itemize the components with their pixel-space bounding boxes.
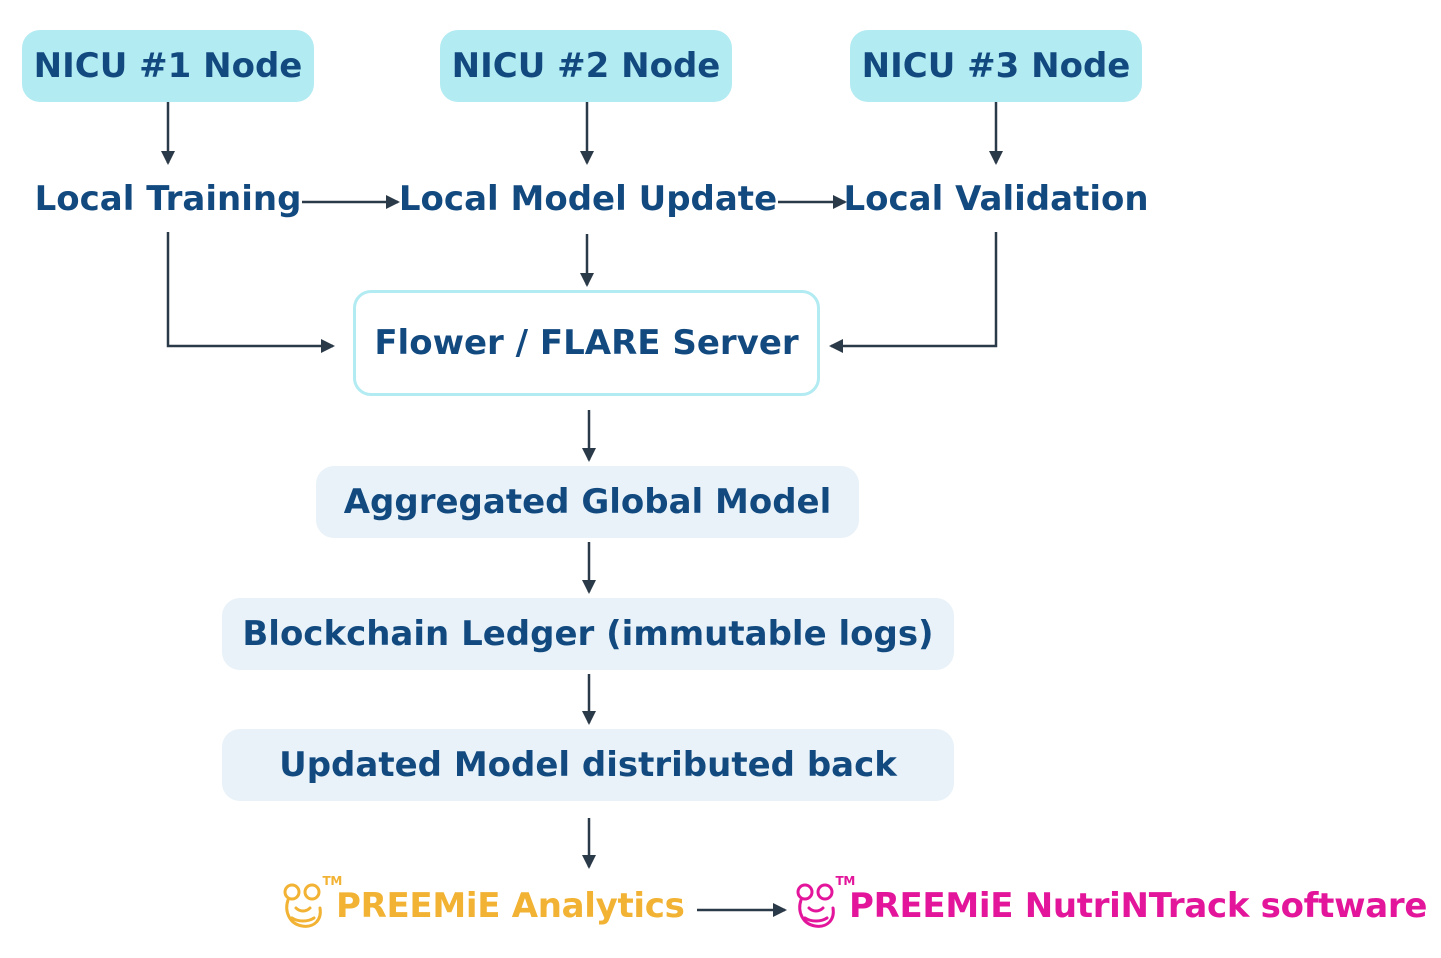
flower-flare-server: Flower / FLARE Server bbox=[353, 290, 820, 396]
nicu-2-node: NICU #2 Node bbox=[440, 30, 732, 102]
preemie-nutrintrack-brand: TM PREEMiE NutriNTrack software bbox=[793, 874, 1428, 934]
preemie-analytics-brand: TM PREEMiE Analytics bbox=[280, 874, 685, 934]
nicu-3-node: NICU #3 Node bbox=[850, 30, 1142, 102]
local-model-update-step: Local Model Update bbox=[398, 172, 778, 226]
preemie-nutrintrack-text: PREEMiE NutriNTrack software bbox=[849, 886, 1428, 926]
preemie-analytics-logo-icon: TM bbox=[280, 874, 342, 934]
blockchain-ledger-label: Blockchain Ledger (immutable logs) bbox=[242, 614, 934, 654]
local-validation-step: Local Validation bbox=[843, 172, 1149, 226]
local-training-label: Local Training bbox=[34, 179, 302, 219]
local-training-step: Local Training bbox=[30, 172, 306, 226]
nutrintrack-tm-mark: TM bbox=[835, 874, 855, 888]
preemie-analytics-text: PREEMiE Analytics bbox=[336, 886, 685, 926]
nicu-2-label: NICU #2 Node bbox=[451, 46, 721, 86]
preemie-nutrintrack-logo-icon: TM bbox=[793, 874, 855, 934]
updated-model-distributed-label: Updated Model distributed back bbox=[279, 745, 897, 785]
blockchain-ledger-box: Blockchain Ledger (immutable logs) bbox=[222, 598, 954, 670]
aggregated-global-model-label: Aggregated Global Model bbox=[343, 482, 832, 522]
local-validation-label: Local Validation bbox=[843, 179, 1149, 219]
arrow-validation-to-server bbox=[829, 232, 998, 353]
server-label: Flower / FLARE Server bbox=[374, 323, 799, 363]
analytics-tm-mark: TM bbox=[322, 874, 342, 888]
arrow-training-to-server bbox=[166, 232, 335, 353]
updated-model-distributed-box: Updated Model distributed back bbox=[222, 729, 954, 801]
aggregated-global-model-box: Aggregated Global Model bbox=[316, 466, 859, 538]
nicu-1-label: NICU #1 Node bbox=[33, 46, 303, 86]
local-model-update-label: Local Model Update bbox=[398, 179, 778, 219]
nicu-1-node: NICU #1 Node bbox=[22, 30, 314, 102]
nicu-3-label: NICU #3 Node bbox=[861, 46, 1131, 86]
